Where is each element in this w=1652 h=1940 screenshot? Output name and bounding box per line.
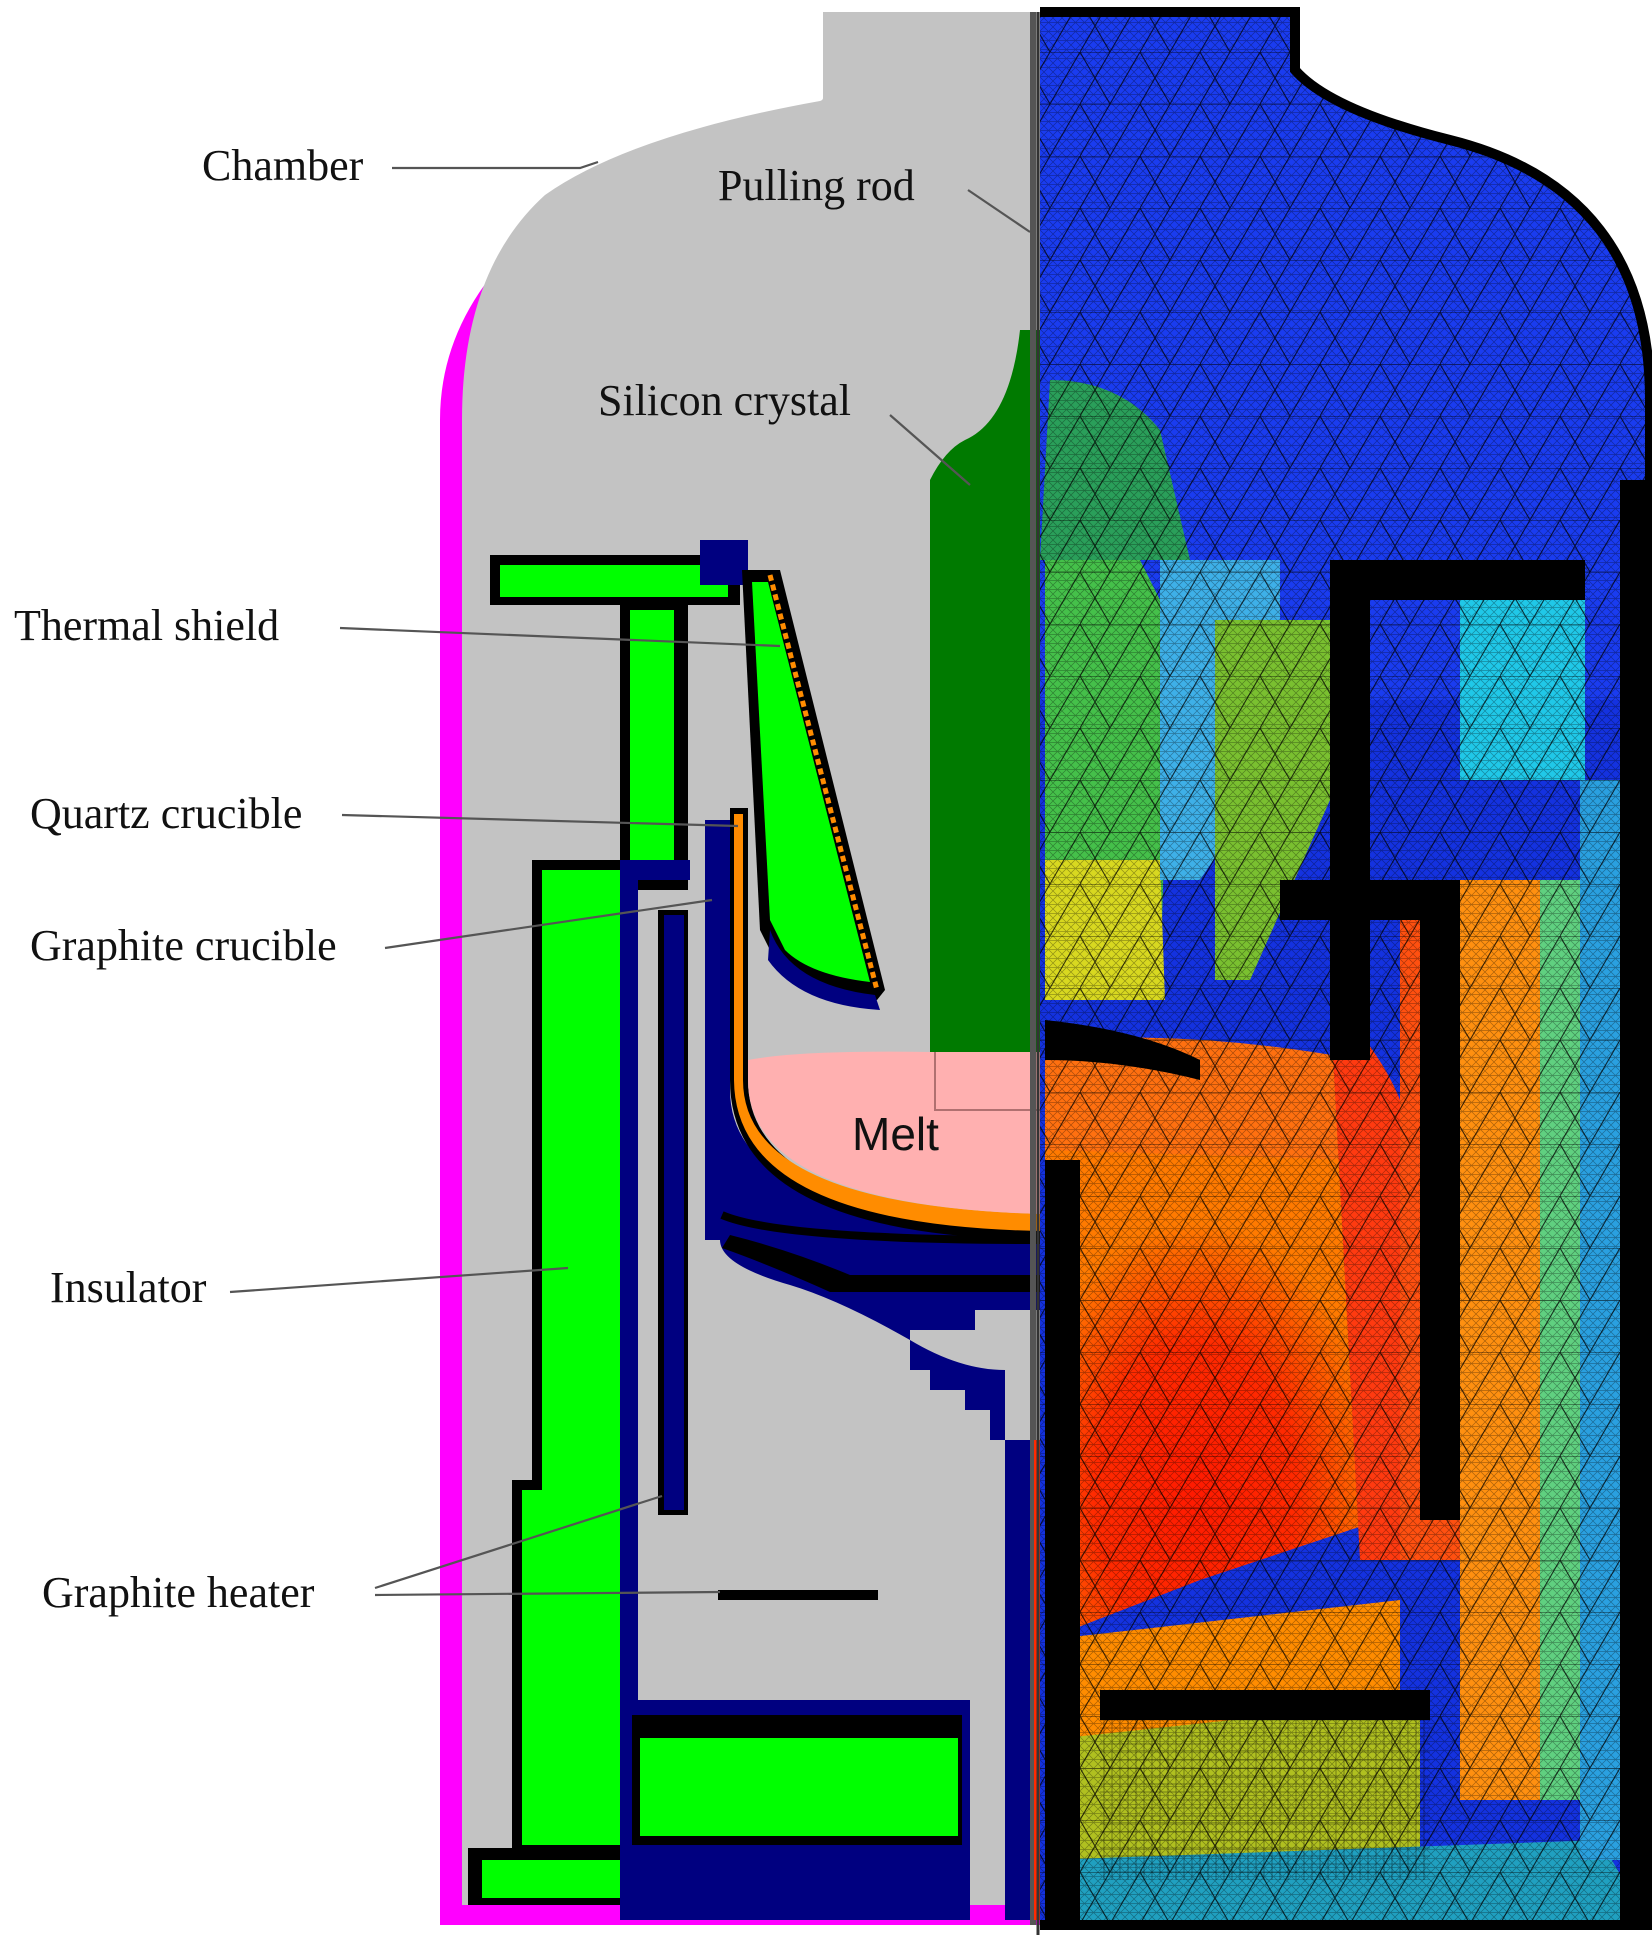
side-insulator — [522, 870, 622, 1845]
mesh-structured-block — [1100, 1700, 1430, 1880]
label-insulator: Insulator — [50, 1263, 207, 1312]
lower-insulator — [640, 1738, 958, 1836]
label-chamber: Chamber — [202, 141, 364, 190]
melt-crystal-interface — [934, 1052, 1040, 1111]
leader-chamber — [392, 160, 599, 170]
leader-heater-2 — [374, 1590, 721, 1597]
label-silicon-crystal: Silicon crystal — [598, 376, 851, 425]
leader-thermal-shield — [339, 626, 781, 648]
thermal-shield — [752, 582, 870, 982]
melt-pool — [748, 1051, 1040, 1214]
graphite-crucible — [705, 820, 1040, 1920]
leader-insulator — [229, 1266, 569, 1294]
pulling-rod — [1030, 12, 1036, 1925]
leader-graphite-crucible — [384, 898, 713, 950]
label-melt: Melt — [852, 1108, 939, 1160]
mesh-half — [1040, 12, 1650, 1925]
mesh-chamber-outline — [1040, 7, 1652, 1930]
crucible-base-line — [722, 1235, 1040, 1292]
label-pulling-rod: Pulling rod — [718, 161, 915, 210]
label-quartz-crucible: Quartz crucible — [30, 789, 302, 838]
leader-silicon-crystal — [889, 414, 971, 486]
leader-heater-1 — [374, 1494, 663, 1590]
bottom-heater — [718, 1590, 878, 1600]
geometry-half — [440, 12, 1040, 1925]
leader-quartz-crucible — [341, 813, 739, 828]
side-heater — [664, 915, 684, 1510]
label-thermal-shield: Thermal shield — [14, 601, 279, 650]
label-graphite-heater: Graphite heater — [42, 1568, 315, 1617]
upper-post — [630, 610, 674, 865]
label-graphite-crucible: Graphite crucible — [30, 921, 337, 970]
top-beam-cap — [700, 540, 748, 585]
crucible-edge — [720, 1211, 1040, 1244]
shield-graphite-tip — [768, 930, 880, 1010]
silicon-crystal — [930, 330, 1040, 1052]
top-beam — [500, 565, 728, 597]
mesh-structured-top — [1350, 560, 1590, 600]
mesh-fine-overlay — [1040, 12, 1650, 1925]
leader-pulling-rod — [967, 189, 1031, 233]
shield-orange-coating — [767, 574, 880, 991]
leader-lines — [229, 160, 1031, 1597]
